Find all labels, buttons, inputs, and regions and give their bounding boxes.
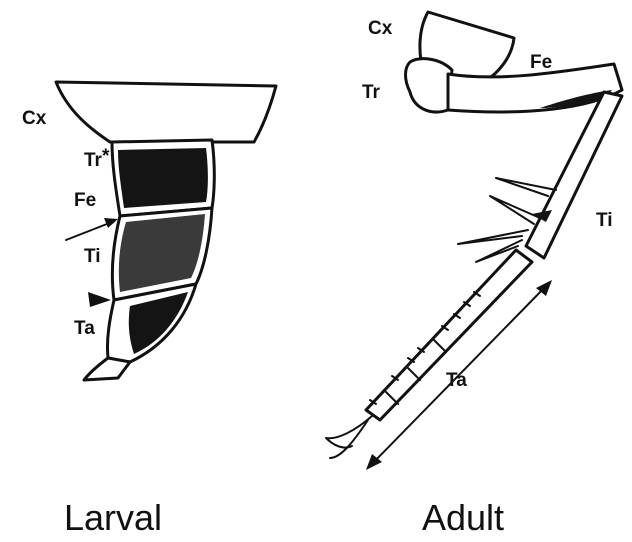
larval-trochanter-label: Tr — [84, 150, 103, 171]
larval-claw-shape — [84, 358, 130, 380]
adult-caption: Adult — [422, 497, 504, 538]
larval-asterisk-label: * — [102, 146, 110, 167]
larval-femur-label: Fe — [74, 190, 96, 211]
adult-tarsus-label: Ta — [446, 370, 467, 391]
adult-spine-1 — [496, 178, 556, 196]
adult-femur-label: Fe — [530, 52, 552, 73]
adult-spine-2 — [490, 196, 540, 224]
adult-coxa-label: Cx — [368, 18, 393, 39]
larval-tibia-label: Ti — [84, 246, 101, 267]
larval-femur-fill — [118, 148, 208, 208]
adult-leg-drawing — [326, 12, 622, 470]
adult-tibia-label: Ti — [596, 210, 613, 231]
adult-claw-shape — [326, 416, 372, 458]
adult-tarsus-shape — [366, 250, 532, 420]
larval-tibia-arrow-head — [104, 218, 118, 228]
adult-trochanter-label: Tr — [362, 82, 381, 103]
larval-coxa-shape — [56, 82, 276, 142]
larval-coxa-label: Cx — [22, 108, 47, 129]
larval-tarsus-arrowhead — [88, 292, 111, 307]
larval-tarsus-label: Ta — [74, 318, 95, 339]
adult-trochanter-shape — [406, 59, 453, 112]
adult-tibia-shape — [526, 92, 622, 258]
larval-tibia-arrow-shaft — [66, 222, 112, 240]
larval-caption: Larval — [64, 497, 162, 538]
